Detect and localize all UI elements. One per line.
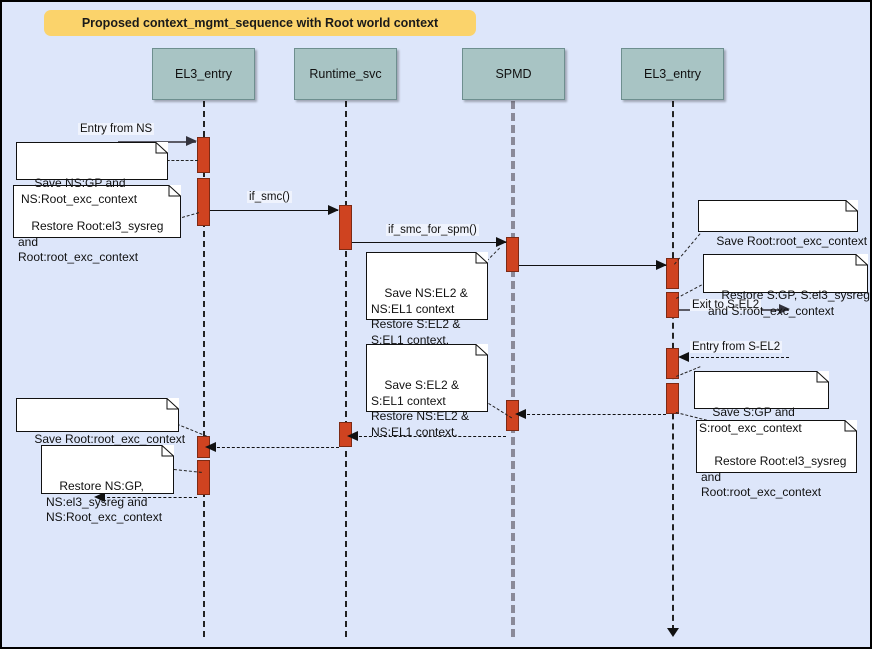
arrowhead-icon-runtime-svc-to-el3-left (205, 442, 216, 452)
arrowhead-icon-spmd-to-el3-right (656, 260, 667, 270)
note-connector-4 (674, 233, 701, 265)
activation-el3-right-4 (666, 383, 679, 414)
actor-el3-entry-left[interactable]: EL3_entry (152, 48, 255, 100)
activation-el3-right-1 (666, 258, 679, 289)
note-save-ns-el2-restore-s-el2: Save NS:EL2 & NS:EL1 context Restore S:E… (366, 252, 488, 347)
note-text: Restore Root:el3_sysreg and Root:root_ex… (701, 454, 847, 499)
message-line-entry-from-s-el2 (686, 357, 789, 358)
note-save-root-exc-context-right: Save Root:root_exc_context (698, 200, 867, 248)
message-line-spmd-to-runtime-svc (354, 436, 506, 437)
diagram-title: Proposed context_mgmt_sequence with Root… (81, 16, 439, 30)
note-save-root-exc-context-left: Save Root:root_exc_context (16, 398, 185, 446)
message-line-if-smc (210, 210, 338, 211)
note-text: Save NS:EL2 & NS:EL1 context Restore S:E… (371, 286, 468, 347)
actor-spmd[interactable]: SPMD (462, 48, 565, 100)
note-save-s-el2-restore-ns-el2: Save S:EL2 & S:EL1 context Restore NS:EL… (366, 344, 488, 439)
actor-label: SPMD (495, 67, 532, 81)
note-connector-1 (162, 160, 198, 161)
note-text: Save S:EL2 & S:EL1 context Restore NS:EL… (371, 378, 470, 439)
actor-el3-entry-right[interactable]: EL3_entry (621, 48, 724, 100)
arrowhead-icon-exit-to-s-el2 (779, 304, 790, 314)
note-text: Restore Root:el3_sysreg and Root:root_ex… (18, 219, 164, 264)
note-save-s-gp: Save S:GP and S:root_exc_context (694, 371, 829, 435)
activation-runtime-svc-1 (339, 205, 352, 250)
arrowhead-icon-spmd-to-runtime-svc (347, 431, 358, 441)
message-line-el3-right-to-spmd (522, 414, 666, 415)
lifeline-runtime-svc (345, 101, 347, 637)
note-corner-fold-icon (16, 398, 179, 432)
actor-label: EL3_entry (175, 67, 232, 81)
actor-label: Runtime_svc (309, 67, 382, 81)
arrowhead-icon-entry-from-s-el2 (678, 352, 689, 362)
diagram-title-banner: Proposed context_mgmt_sequence with Root… (44, 10, 476, 36)
note-corner-fold-icon (16, 142, 168, 180)
arrowhead-icon-entry-from-ns (186, 136, 197, 146)
note-text: Restore S:GP, S:el3_sysreg and S:root_ex… (708, 288, 870, 318)
message-line-runtime-svc-to-el3-left (212, 447, 339, 448)
arrowhead-icon-if-smc-for-spm (496, 237, 507, 247)
activation-el3-left-4 (197, 460, 210, 495)
note-connector-5 (676, 282, 707, 299)
message-label-exit-to-s-el2: Exit to S-EL2 (690, 299, 762, 311)
message-line-spmd-to-el3-right (519, 265, 666, 266)
arrowhead-icon-el3-right-to-spmd (515, 409, 526, 419)
message-label-if-smc: if_smc() (247, 191, 292, 203)
note-restore-ns-gp: Restore NS:GP, NS:el3_sysreg and NS:Root… (41, 445, 174, 524)
message-label-entry-from-ns: Entry from NS (78, 123, 155, 135)
note-corner-fold-icon (694, 371, 829, 409)
note-text: Save Root:root_exc_context (716, 234, 868, 248)
lifeline-end-arrow-icon (667, 628, 679, 637)
note-save-ns-gp: Save NS:GP and NS:Root_exc_context (16, 142, 168, 206)
activation-el3-right-3 (666, 348, 679, 379)
message-label-if-smc-for-spm: if_smc_for_spm() (386, 224, 479, 236)
activation-el3-right-2 (666, 292, 679, 318)
actor-label: EL3_entry (644, 67, 701, 81)
lifeline-el3-entry-left (203, 101, 205, 637)
message-line-if-smc-for-spm (352, 242, 506, 243)
activation-el3-left-1 (197, 137, 210, 173)
arrowhead-icon-el3-left-exit (94, 492, 105, 502)
note-restore-s-gp: Restore S:GP, S:el3_sysreg and S:root_ex… (703, 254, 870, 318)
activation-el3-left-2 (197, 178, 210, 226)
note-text: Save Root:root_exc_context (34, 432, 186, 446)
actor-runtime-svc[interactable]: Runtime_svc (294, 48, 397, 100)
arrowhead-icon-if-smc (328, 205, 339, 215)
note-text: Restore NS:GP, NS:el3_sysreg and NS:Root… (46, 479, 163, 524)
activation-spmd-1 (506, 237, 519, 272)
message-line-el3-left-exit (102, 497, 197, 498)
note-corner-fold-icon (698, 200, 858, 232)
lifeline-spmd (511, 101, 515, 637)
message-label-entry-from-s-el2: Entry from S-EL2 (690, 341, 783, 353)
